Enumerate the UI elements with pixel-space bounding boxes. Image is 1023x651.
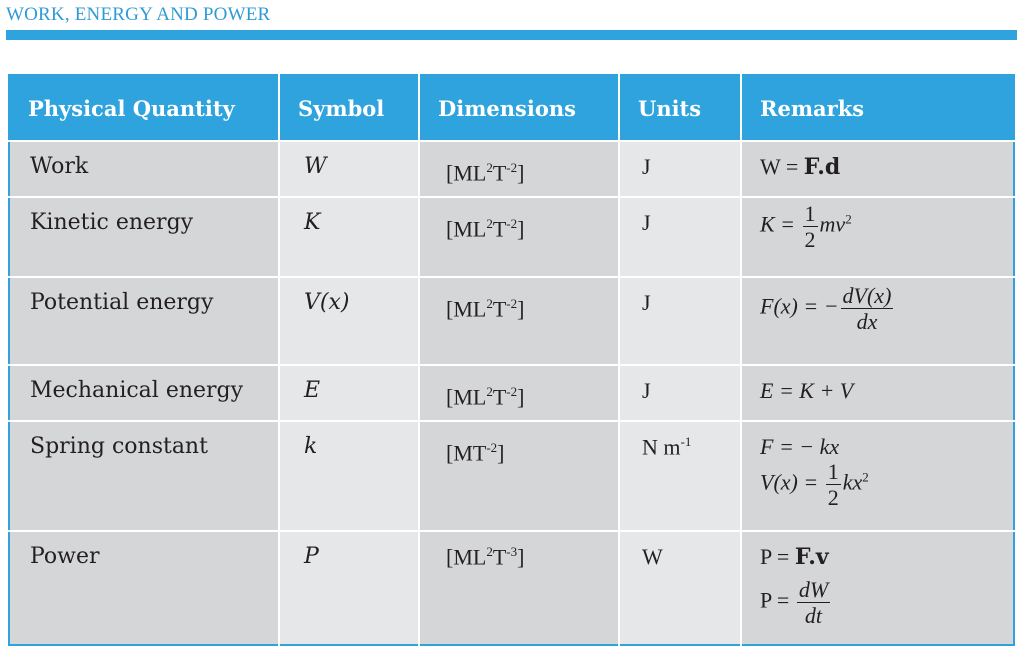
quantity-cell: Work xyxy=(9,140,279,197)
dimensions-cell: [ML2T-2] xyxy=(418,140,619,197)
quantity-cell: Mechanical energy xyxy=(9,364,279,421)
header-rule xyxy=(6,30,1017,40)
units-cell: W xyxy=(618,530,741,645)
quantity-cell: Kinetic energy xyxy=(9,196,279,277)
remarks-cell: E = K + V xyxy=(740,364,1014,421)
symbol-cell: W xyxy=(278,140,419,197)
column-header-remarks: Remarks xyxy=(740,75,1014,141)
table-row: Mechanical energy E [ML2T-2] J E = K + V xyxy=(9,364,1014,421)
quantity-cell: Spring constant xyxy=(9,420,279,531)
column-header-quantity: Physical Quantity xyxy=(9,75,279,141)
dimensions-cell: [ML2T-2] xyxy=(418,196,619,277)
symbol-cell: V(x) xyxy=(278,276,419,365)
column-header-dimensions: Dimensions xyxy=(418,75,619,141)
remarks-cell: F(x) = −dV(x)dx xyxy=(740,276,1014,365)
column-header-units: Units xyxy=(618,75,741,141)
symbol-cell: E xyxy=(278,364,419,421)
symbol-cell: k xyxy=(278,420,419,531)
units-cell: J xyxy=(618,196,741,277)
dimensions-cell: [MT-2] xyxy=(418,420,619,531)
dimensions-cell: [ML2T-3] xyxy=(418,530,619,645)
column-header-symbol: Symbol xyxy=(278,75,419,141)
units-cell: N m-1 xyxy=(618,420,741,531)
table-row: Potential energy V(x) [ML2T-2] J F(x) = … xyxy=(9,276,1014,365)
quantities-table: Physical Quantity Symbol Dimensions Unit… xyxy=(8,74,1015,646)
section-title: WORK, ENERGY AND POWER xyxy=(6,4,271,25)
table-row: Spring constant k [MT-2] N m-1 F = − kx … xyxy=(9,420,1014,531)
dimensions-cell: [ML2T-2] xyxy=(418,364,619,421)
remarks-cell: W = F.d xyxy=(740,140,1014,197)
units-cell: J xyxy=(618,364,741,421)
symbol-cell: K xyxy=(278,196,419,277)
units-cell: J xyxy=(618,140,741,197)
quantity-cell: Power xyxy=(9,530,279,645)
quantity-cell: Potential energy xyxy=(9,276,279,365)
dimensions-cell: [ML2T-2] xyxy=(418,276,619,365)
table-header-row: Physical Quantity Symbol Dimensions Unit… xyxy=(9,75,1014,141)
table-row: Work W [ML2T-2] J W = F.d xyxy=(9,140,1014,197)
symbol-cell: P xyxy=(278,530,419,645)
units-cell: J xyxy=(618,276,741,365)
